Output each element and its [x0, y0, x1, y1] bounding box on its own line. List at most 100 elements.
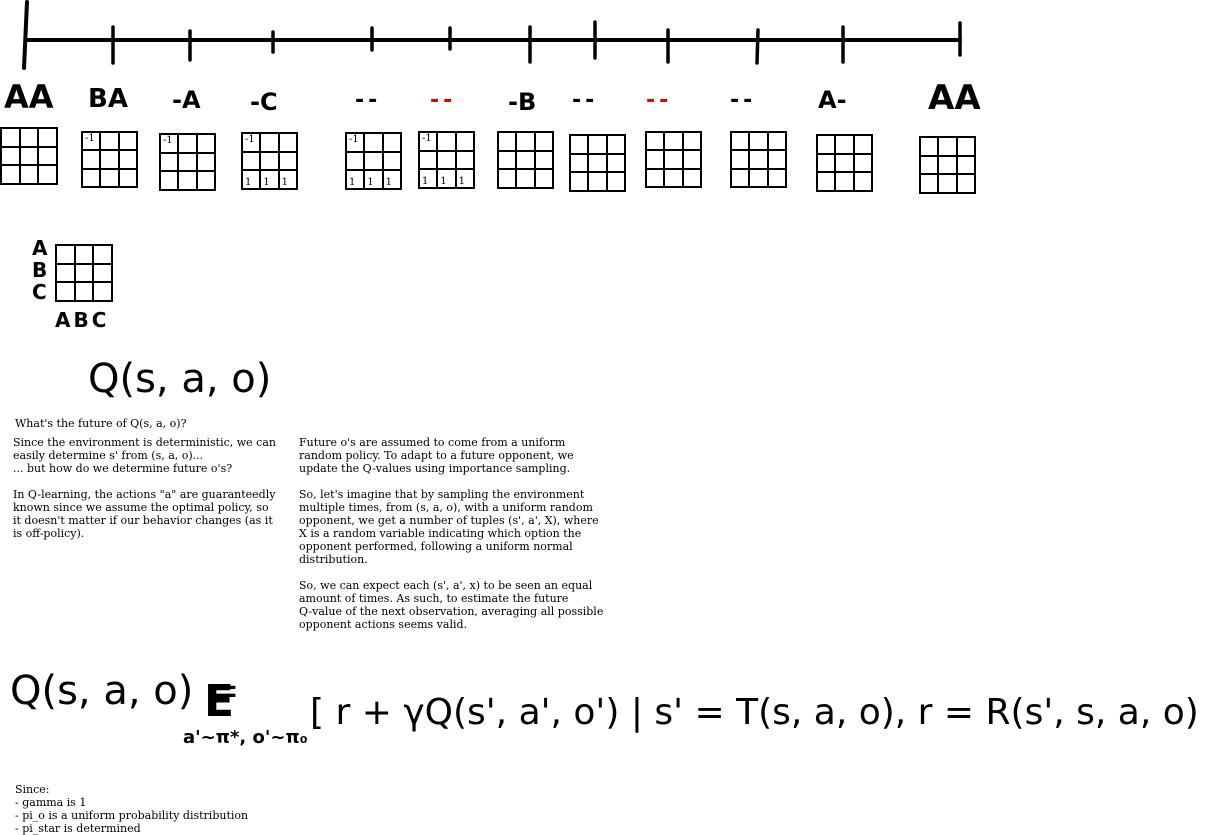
board-cell [82, 168, 101, 187]
board-label-2: BA [88, 84, 128, 114]
board-cell: -1 [419, 132, 438, 151]
board-cell [682, 150, 701, 169]
board-cell [956, 155, 975, 175]
board-cell [853, 153, 872, 173]
board-cell [731, 168, 750, 187]
board-label-3: -A [172, 86, 201, 114]
board-cell [364, 151, 383, 171]
board-label-7: -B [508, 88, 537, 116]
board-cell [767, 168, 786, 187]
board-cell [534, 150, 553, 170]
board-cell [606, 153, 625, 173]
board-cell [817, 172, 836, 191]
board-cell [606, 172, 625, 191]
board-cell [570, 135, 589, 154]
board-cell [38, 165, 57, 184]
board-cell [920, 155, 939, 175]
board-cell [364, 133, 383, 152]
board-cell [570, 172, 589, 191]
board-label-10: -- [730, 88, 757, 113]
board-cell [19, 146, 39, 166]
board-cell [178, 152, 197, 172]
board-cell [498, 150, 517, 170]
board-cell [682, 168, 701, 187]
board-cell [498, 132, 517, 151]
equation-body: [ r + γQ(s', a', o') | s' = T(s, a, o), … [310, 692, 1205, 733]
board-cell [196, 171, 215, 190]
board-cell [956, 174, 975, 193]
board-9 [645, 131, 702, 188]
board-cell: -1 [82, 132, 101, 151]
board-label-11: A- [818, 86, 847, 114]
board-cell [455, 150, 474, 170]
board-cell [196, 152, 215, 172]
board-cell [1, 165, 20, 184]
board-cell [920, 174, 939, 193]
equation-lhs: Q(s, a, o) = [10, 668, 240, 714]
board-cell [1, 128, 20, 147]
board-cell: -1 [346, 133, 365, 152]
board-cell [835, 172, 854, 191]
question-text: What's the future of Q(s, a, o)? [15, 417, 187, 430]
board-cell [817, 135, 836, 154]
board-8 [569, 134, 626, 192]
board-10 [730, 131, 787, 188]
board-cell [455, 132, 474, 151]
board-cell [178, 171, 197, 190]
board-cell [196, 134, 215, 153]
board-cell [516, 150, 535, 170]
board-cell: 1 [346, 170, 365, 189]
board-cell [1, 146, 20, 166]
board-cell [749, 168, 768, 187]
since-block: Since: - gamma is 1 - pi_o is a uniform … [15, 783, 249, 835]
board-cell [664, 150, 683, 169]
board-cell [588, 135, 607, 154]
board-cell [646, 168, 665, 187]
board-cell: 1 [260, 170, 279, 189]
right-paragraph: Future o's are assumed to come from a un… [299, 436, 604, 631]
board-cell: -1 [160, 134, 179, 153]
board-cell: 1 [419, 169, 438, 188]
board-label-6: -- [430, 88, 457, 113]
board-cell [278, 151, 297, 171]
board-cell [346, 151, 365, 171]
board-cell [516, 132, 535, 151]
board-cell: 1 [455, 169, 474, 188]
board-cell [260, 133, 279, 152]
board-cell [817, 153, 836, 173]
board-7 [497, 131, 554, 189]
legend-col-labels: ABC [55, 308, 110, 332]
legend-row-label-b: B [32, 258, 48, 282]
equation-expectation: E [204, 676, 235, 727]
board-cell [437, 150, 456, 170]
board-cell [606, 135, 625, 154]
board-cell [118, 132, 137, 151]
board-cell [516, 169, 535, 188]
board-1 [0, 127, 58, 185]
board-cell [749, 150, 768, 169]
board-cell: 1 [382, 170, 401, 189]
legend-row-label-a: A [32, 236, 48, 260]
board-cell [19, 165, 39, 184]
board-3: -1 [159, 133, 216, 191]
board-cell [38, 146, 57, 166]
board-cell [835, 153, 854, 173]
board-cell [664, 132, 683, 151]
board-cell [853, 172, 872, 191]
board-label-4: -C [250, 88, 278, 116]
board-cell [498, 169, 517, 188]
board-cell: 1 [437, 169, 456, 188]
board-label-12: AA [928, 78, 981, 118]
board-cell: 1 [364, 170, 383, 189]
board-cell [853, 135, 872, 154]
board-cell [731, 150, 750, 169]
board-cell [749, 132, 768, 151]
legend-row-label-c: C [32, 280, 47, 304]
board-cell [664, 168, 683, 187]
board-cell [731, 132, 750, 151]
board-label-8: -- [572, 88, 599, 113]
board-cell [437, 132, 456, 151]
board-cell [938, 137, 957, 156]
board-cell [767, 132, 786, 151]
